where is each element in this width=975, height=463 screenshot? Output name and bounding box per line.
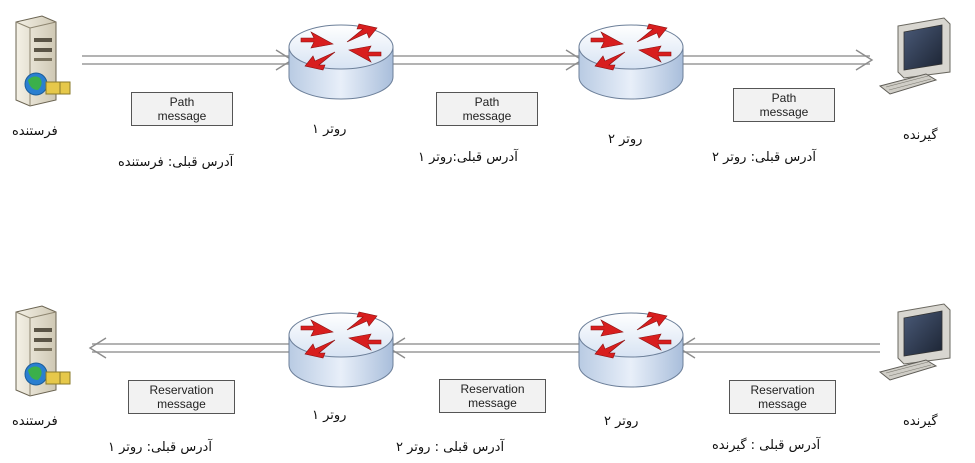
router-icon [578,23,684,100]
prev-address-label: آدرس قبلی : روتر ۲ [396,440,505,455]
message-line1: Reservation [149,383,214,397]
router-icon [288,311,394,388]
router-icon [578,311,684,388]
top-flow [15,15,951,107]
arrow-right-icon [855,49,874,71]
message-line2: message [462,109,512,123]
message-line1: Path [771,91,797,105]
computer-icon [879,303,951,381]
message-line2: message [468,396,517,410]
node-label-router1: روتر ۱ [312,122,347,137]
node-label-receiver: گیرنده [903,414,938,429]
router-icon [288,23,394,100]
prev-address-label: آدرس قبلی: روتر ۱ [108,440,212,455]
server-icon [15,305,71,397]
message-line2: message [157,109,207,123]
node-label-router2: روتر ۲ [608,132,643,147]
link-router1-sender [88,337,290,359]
link-receiver-router2 [677,337,880,359]
link-router2-router1 [387,337,580,359]
reservation-message-box-2: Reservation message [439,379,546,413]
reservation-message-box-3: Reservation message [729,380,836,414]
path-message-box-1: Path message [131,92,233,126]
message-line1: Reservation [750,383,815,397]
node-label-sender: فرستنده [12,124,58,139]
path-message-box-3: Path message [733,88,835,122]
message-line1: Path [169,95,195,109]
server-icon [15,15,71,107]
link-sender-router1 [82,49,294,71]
computer-icon [879,17,951,95]
node-label-router1: روتر ۱ [312,408,347,423]
message-line2: message [759,105,809,119]
bottom-flow [15,303,951,397]
link-router2-receiver [681,49,874,71]
prev-address-label: آدرس قبلی: فرستنده [118,155,234,170]
prev-address-label: آدرس قبلی : گیرنده [712,438,821,453]
prev-address-label: آدرس قبلی: روتر ۲ [712,150,816,165]
message-line1: Reservation [460,382,525,396]
path-message-box-2: Path message [436,92,538,126]
reservation-message-box-1: Reservation message [128,380,235,414]
message-line2: message [758,397,807,411]
message-line1: Path [474,95,500,109]
prev-address-label: آدرس قبلی:روتر ۱ [418,150,518,165]
node-label-router2: روتر ۲ [604,414,639,429]
node-label-receiver: گیرنده [903,128,938,143]
arrow-left-icon [88,337,107,359]
message-line2: message [157,397,206,411]
node-label-sender: فرستنده [12,414,58,429]
link-router1-router2 [391,49,584,71]
